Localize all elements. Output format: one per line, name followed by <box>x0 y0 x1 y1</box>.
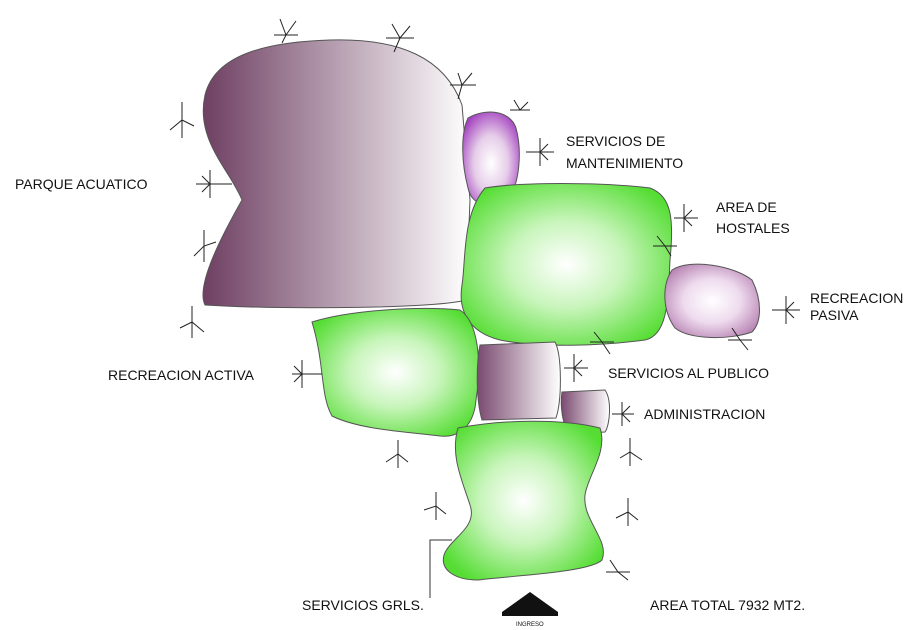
wind-symbol-low-1 <box>385 440 409 468</box>
zone-recreacion-activa <box>311 308 480 437</box>
wind-symbol-top-1 <box>274 18 298 44</box>
label-area-hostales-line2: HOSTALES <box>716 220 790 236</box>
wind-symbol-left-1 <box>169 102 195 138</box>
wind-symbol-left-3 <box>179 306 205 338</box>
zone-parque-acuatico <box>202 39 471 309</box>
wind-symbol-low-4 <box>615 498 639 526</box>
access-arrow-pasiva <box>772 296 800 324</box>
zone-servicios-grls <box>442 420 604 581</box>
label-area-hostales-line1: AREA DE <box>716 199 777 215</box>
wind-symbol-top-4 <box>510 99 530 111</box>
wind-symbol-top-2 <box>386 23 414 53</box>
label-servicios-mantenimiento-line1: SERVICIOS DE <box>566 133 665 149</box>
label-ingreso: INGRESO <box>516 622 544 628</box>
access-arrow-hostales <box>674 204 698 232</box>
ingreso-entry-icon <box>502 592 558 616</box>
zone-recreacion-pasiva <box>664 263 760 339</box>
label-area-total: AREA TOTAL 7932 MT2. <box>650 597 805 613</box>
access-arrow-publico <box>564 354 588 382</box>
wind-symbol-low-5 <box>606 559 630 581</box>
label-recreacion-pasiva-line1: RECREACION <box>810 290 903 306</box>
zone-servicios-publico <box>476 341 561 421</box>
access-arrow-activa <box>292 360 322 388</box>
wind-symbol-mid-1 <box>653 235 677 257</box>
wind-symbol-low-2 <box>423 492 447 520</box>
wind-symbol-low-3 <box>619 438 643 466</box>
access-arrow-mantenimiento <box>526 138 554 166</box>
wind-symbol-mid-3 <box>728 327 752 351</box>
label-recreacion-pasiva-line2: PASIVA <box>810 307 859 323</box>
label-parque-acuatico: PARQUE ACUATICO <box>15 176 148 192</box>
wind-symbol-left-2 <box>193 230 217 262</box>
label-administracion: ADMINISTRACION <box>644 406 765 422</box>
access-arrow-administracion <box>612 402 634 426</box>
wind-symbol-mid-2 <box>590 331 614 355</box>
zone-area-hostales <box>460 183 673 346</box>
label-servicios-publico: SERVICIOS AL PUBLICO <box>608 365 769 381</box>
label-servicios-mantenimiento-line2: MANTENIMIENTO <box>566 155 683 171</box>
label-recreacion-activa: RECREACION ACTIVA <box>108 367 255 383</box>
access-arrow-parque <box>196 170 232 198</box>
servicios-grls-leader-line <box>429 539 452 598</box>
wind-symbol-top-3 <box>450 72 476 100</box>
label-servicios-grls: SERVICIOS GRLS. <box>302 597 424 613</box>
